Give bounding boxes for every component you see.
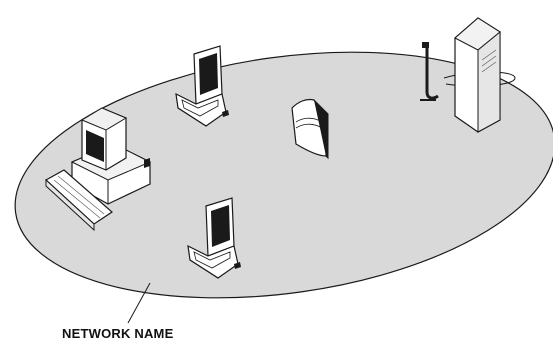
network-name-label: NETWORK NAME	[62, 326, 173, 341]
